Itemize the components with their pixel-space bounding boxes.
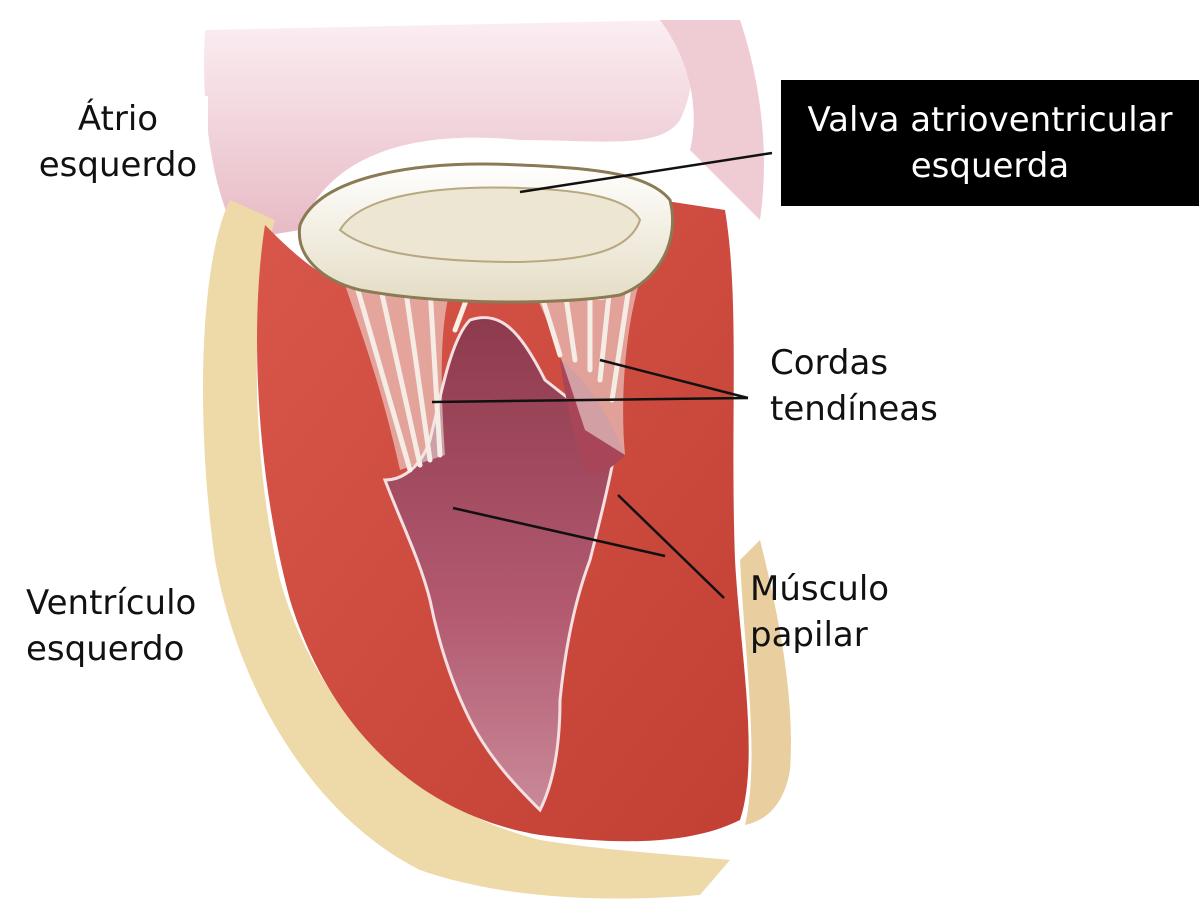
label-mitral-valve: Valva atrioventricular esquerda [781,80,1199,206]
label-left-atrium: Átrio esquerdo [28,96,208,188]
label-left-atrium-line1: Átrio [28,96,208,142]
label-mitral-valve-line1: Valva atrioventricular [781,97,1199,143]
label-left-ventricle-line2: esquerdo [26,626,196,672]
label-chordae-tendineae: Cordas tendíneas [770,340,938,432]
label-left-ventricle: Ventrículo esquerdo [26,580,196,672]
label-chordae-line2: tendíneas [770,386,938,432]
label-papillary-muscle-line1: Músculo [750,566,889,612]
label-left-ventricle-line1: Ventrículo [26,580,196,626]
label-mitral-valve-line2: esquerda [781,143,1199,189]
label-chordae-line1: Cordas [770,340,938,386]
label-left-atrium-line2: esquerdo [28,142,208,188]
label-papillary-muscle: Músculo papilar [750,566,889,658]
label-papillary-muscle-line2: papilar [750,612,889,658]
